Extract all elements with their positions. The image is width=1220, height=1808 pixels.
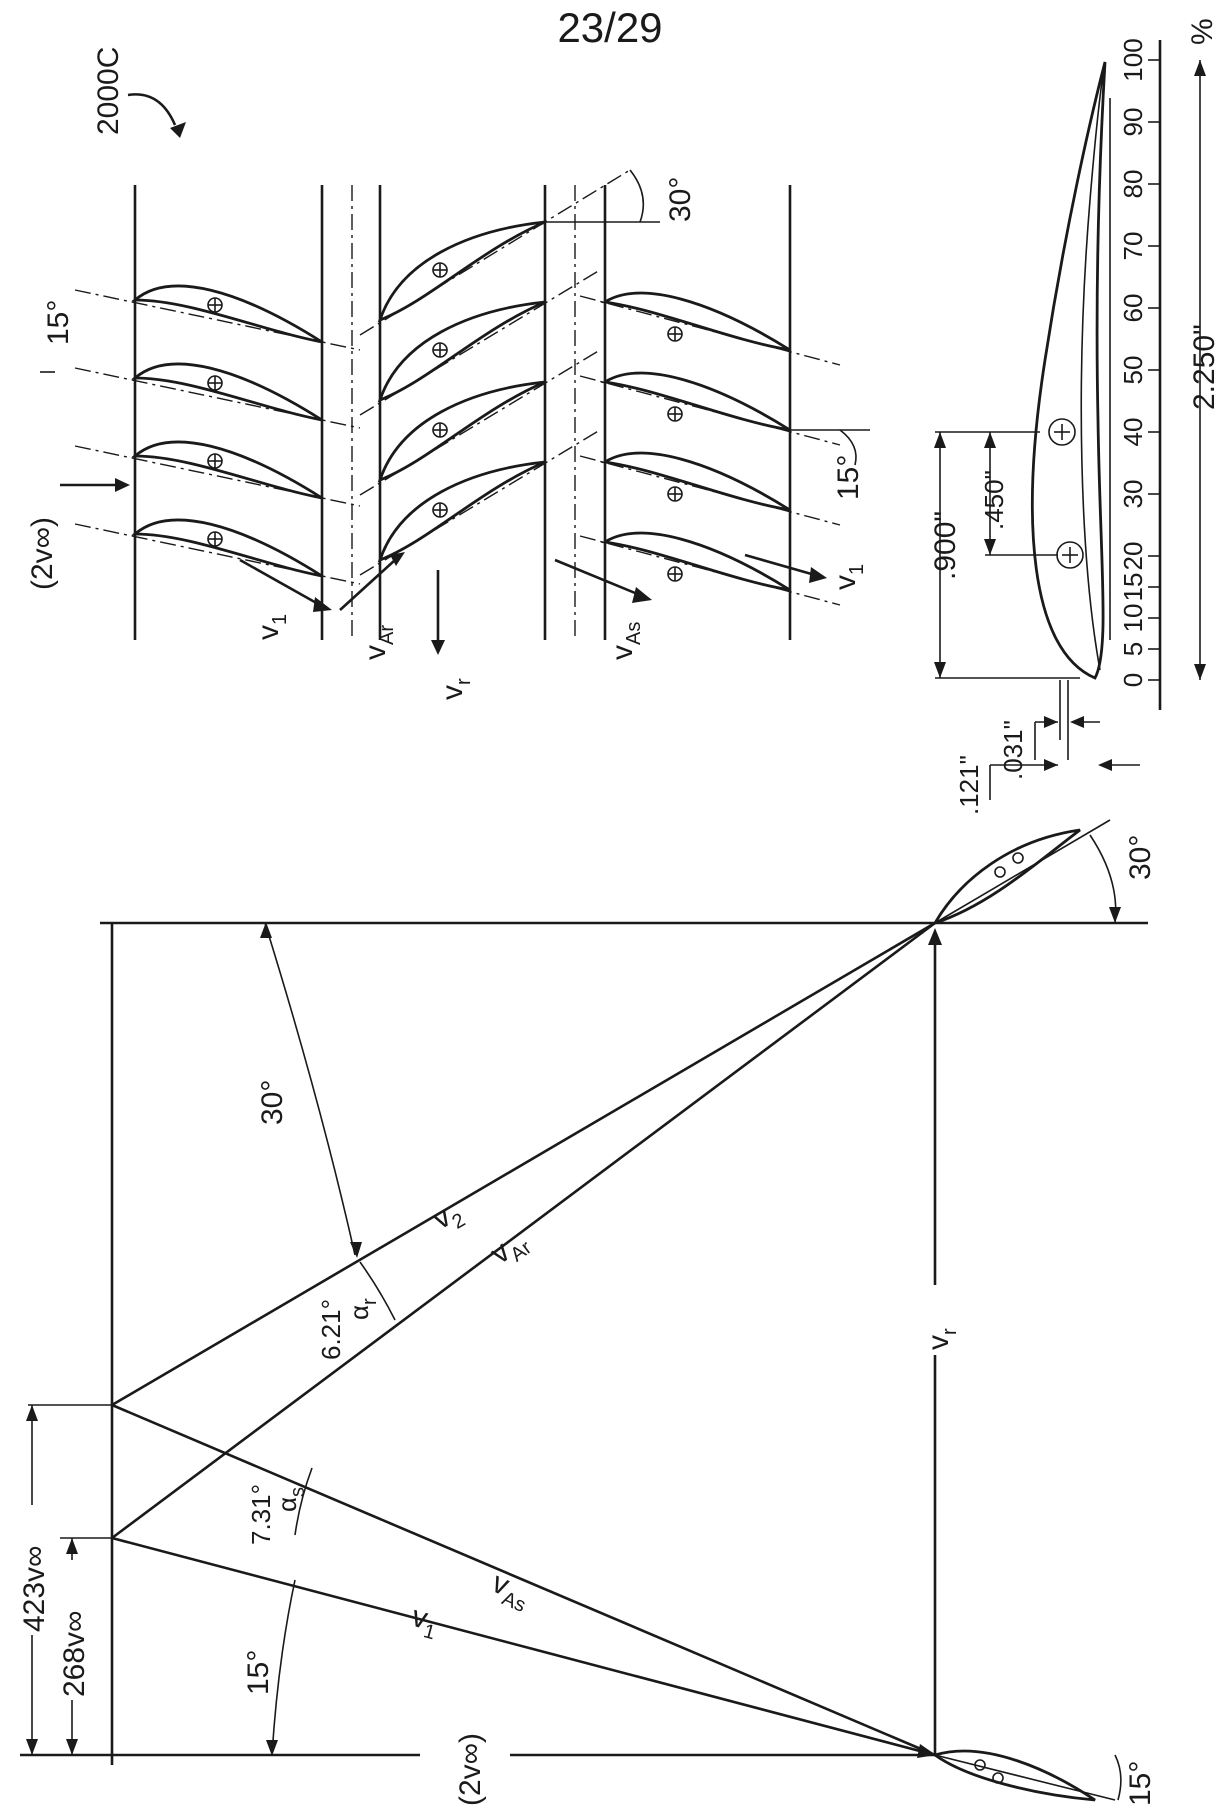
cascade-rotor-angle: 30° [664,177,697,222]
stator1-blade [74,440,361,507]
scale-unit: % [1186,18,1219,45]
stator1-blade [74,518,361,585]
scale-tick-label: 15 [1118,573,1148,602]
cascade-annotations: 30° 15° (2v∞) 15° v1 vAr [26,169,870,700]
stator2-blade [579,371,841,446]
dim-chord: 2.250" [1188,324,1220,410]
vas-arrow [554,558,641,597]
v1-arrow [239,558,321,607]
blade-cascade: 30° 15° (2v∞) 15° v1 vAr [26,169,870,700]
cascade-outlet-angle: 15° [832,455,865,500]
cascade-vas-label: vAs [606,622,645,660]
figure-ref-label: 2000C [92,47,125,135]
pivot-marker-aft [1048,418,1076,446]
outlet-angle-arc [839,429,857,466]
angle-15-arc [271,1579,296,1756]
dim-450: .450" [979,470,1009,530]
cascade-vr-label: vr [436,678,475,700]
alpha-s-arc [294,1467,313,1536]
dim-121: .121" [954,755,984,815]
cascade-v1-label: v1 [252,614,291,640]
sheet-number: 23/29 [557,4,663,51]
v1-label: v1 [407,1600,442,1644]
inflow-label: (2v∞) [454,1733,487,1806]
angle-731-label: 7.31° [246,1484,276,1545]
tip-15-arc [1114,1754,1122,1801]
figure-ref-arrowhead [170,122,186,138]
rotor-blade [359,429,601,576]
figure-ref-leader [127,93,177,126]
scale-tick-label: 80 [1118,170,1148,199]
cascade-var-label: vAr [359,625,398,660]
v1-exit-arrow [744,553,816,577]
stator2-blade [579,291,841,366]
v2-label: v2 [427,1194,469,1241]
angle-30-arc [264,922,356,1256]
scale-tick-label: 0 [1118,673,1148,687]
var-label: vAr [484,1223,536,1275]
stator2-blade [579,531,841,606]
tip-marker [992,1772,1004,1784]
scale-tick-label: 50 [1118,356,1148,385]
stator1-blade [74,362,361,429]
angle-621-label: 6.21° [316,1299,346,1360]
stator-tip-airfoil: 15° [931,1749,1157,1806]
stator-row-1 [74,284,361,585]
stator1-blade [74,284,361,351]
rotor-tip-airfoil: 30° [931,819,1157,926]
alpha-s-label: αs [272,1487,309,1512]
rotor-blade [359,269,601,416]
airfoil-camber [1080,61,1106,671]
vas-label: vAs [485,1566,536,1617]
scale-tick-label: 20 [1118,542,1148,571]
v2-vector [111,921,936,1407]
scale-tick-label: 100 [1118,38,1148,81]
stator-row-2 [579,291,841,606]
alpha-r-label: αr [344,1298,381,1320]
cascade-inflow-label: (2v∞) [26,517,59,590]
var-vector [111,921,936,1540]
alpha-r-arc [359,1261,396,1321]
angle-15-label: 15° [242,1650,275,1695]
tip-30-label: 30° [1124,835,1157,880]
scale-tick-label: 90 [1118,108,1148,137]
dim-900: .900" [929,511,962,580]
scale-tick-label: 60 [1118,294,1148,323]
figure-reference: 2000C [92,47,186,138]
scale-tick-label: 10 [1118,604,1148,633]
tip-marker [994,866,1006,878]
rotor-row [359,169,631,576]
rotor-blade [359,349,601,496]
dim-031: .031" [998,720,1028,780]
dim-268-label: 268v∞ [58,1611,91,1697]
scale-tick-label: 30 [1118,480,1148,509]
tip-15-label: 15° [1124,1761,1157,1806]
rotor-blade [359,169,631,336]
v1-vector [111,1536,936,1757]
dim-423-label: 423v∞ [18,1546,51,1632]
stator2-blade [579,451,841,526]
vas-vector [111,1403,936,1757]
rotor-angle-arc [629,169,645,223]
var-arrow [339,559,396,611]
cascade-pitch-angle: 15° [42,300,75,345]
scale-tick-label: 70 [1118,232,1148,261]
tip-marker [1012,852,1024,864]
vr-label: vr [922,1328,961,1350]
scale-tick-label: 5 [1118,642,1148,656]
angle-30-label: 30° [256,1080,289,1125]
cascade-v1-exit-label: v1 [829,564,868,590]
scale-tick-label: 40 [1118,418,1148,447]
velocity-triangle: vr v2 vAr vAs v1 [14,819,1157,1806]
